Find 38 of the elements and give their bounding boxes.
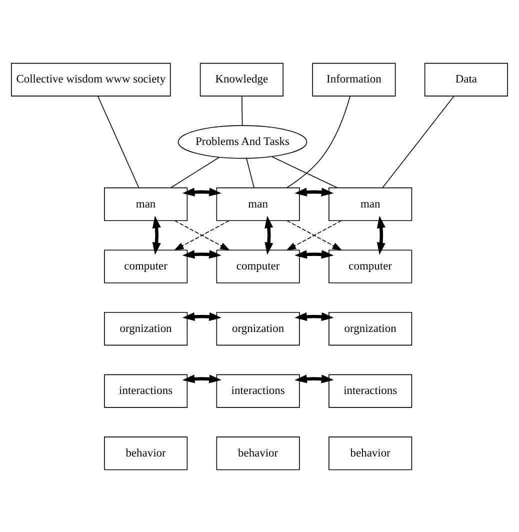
node-box: man — [328, 186, 412, 221]
connector — [246, 157, 254, 188]
node-box: man — [216, 186, 300, 221]
arrow — [152, 215, 161, 254]
node-box: interactions — [104, 374, 188, 408]
arrow — [294, 187, 334, 196]
node-box: behavior — [328, 436, 412, 470]
node-box: interactions — [216, 374, 300, 408]
arrow — [294, 312, 334, 320]
node-box: man — [104, 186, 188, 221]
node-box: computer — [328, 249, 412, 283]
connector — [382, 95, 454, 188]
arrow — [182, 374, 222, 383]
node-box: computer — [216, 249, 300, 283]
node-box: orgnization — [328, 311, 412, 346]
arrow — [182, 312, 222, 320]
node-box: behavior — [104, 436, 188, 470]
node-ellipse: Problems And Tasks — [178, 124, 308, 158]
connector — [98, 95, 140, 188]
node-box: computer — [104, 249, 188, 283]
node-box: orgnization — [104, 311, 188, 346]
arrow — [182, 250, 222, 258]
node-box: behavior — [216, 436, 300, 470]
connector — [170, 156, 220, 188]
arrow — [294, 374, 334, 383]
node-box: interactions — [328, 374, 412, 408]
node-box: Data — [424, 62, 508, 96]
node-box: Collective wisdom www society — [11, 62, 171, 96]
connector — [241, 95, 243, 126]
arrow — [294, 250, 334, 258]
arrow — [376, 215, 386, 254]
arrow — [182, 187, 222, 196]
connector — [286, 95, 351, 188]
node-box: Knowledge — [200, 62, 284, 96]
node-box: Information — [312, 62, 396, 96]
node-box: orgnization — [216, 311, 300, 346]
arrow — [264, 215, 274, 254]
connector — [271, 156, 338, 188]
